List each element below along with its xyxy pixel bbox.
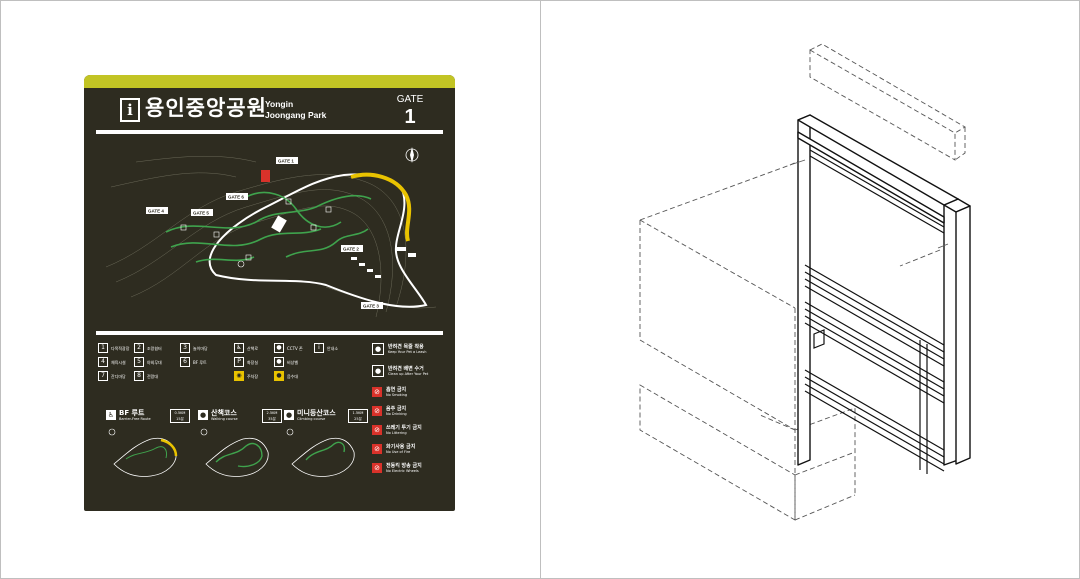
cctv-icon: ◉: [234, 371, 244, 381]
info-icon: i: [120, 98, 140, 122]
number-icon: 2: [134, 343, 144, 353]
restroom-icon: ●: [274, 343, 284, 353]
hiker-icon: ●: [284, 410, 294, 420]
info-center-icon: i: [314, 343, 324, 353]
number-icon: 8: [134, 371, 144, 381]
number-icon: 6: [180, 357, 190, 367]
gate-number: 1: [404, 106, 416, 128]
map-gate-6: GATE 6: [228, 195, 244, 200]
map-gate-1: GATE 1: [278, 159, 294, 164]
legend-item: ◉주차장: [234, 371, 258, 381]
map-gate-4: GATE 4: [148, 209, 164, 214]
compass-icon: [405, 147, 419, 163]
park-title-korean: 용인중앙공원: [145, 96, 267, 120]
sign-rule-top: [96, 130, 443, 134]
route-mini-map: [200, 428, 269, 477]
sign-rule-middle: [96, 331, 443, 335]
dog-waste-icon: ●: [372, 365, 384, 377]
legend-item: ♿산책로: [234, 343, 258, 353]
park-title-english-line1: Yongin: [265, 99, 294, 109]
map-gate-5: GATE 5: [193, 211, 209, 216]
parking-icon: P: [234, 357, 244, 367]
number-icon: 7: [98, 371, 108, 381]
park-sign-board: i 용인중앙공원 Yongin Joongang Park GATE 1: [84, 75, 455, 511]
map-gate-2: GATE 2: [343, 247, 359, 252]
legend-item: ●비상벨: [274, 357, 298, 367]
route-mini-map: [286, 428, 355, 477]
legend-item: ●음수대: [274, 371, 298, 381]
park-title-english-line2: Joongang Park: [265, 110, 327, 120]
map-gate-3: GATE 3: [363, 304, 379, 309]
emergency-bell-icon: ●: [274, 371, 284, 381]
gate-label: GATE: [396, 94, 424, 105]
wheelchair-icon: ♿: [106, 410, 116, 420]
isometric-installation-drawing: [639, 43, 971, 521]
panel-divider: [540, 0, 541, 579]
walker-icon: ●: [198, 410, 208, 420]
number-icon: 3: [180, 343, 190, 353]
no-fire-icon: ⊘: [372, 444, 382, 454]
number-icon: 5: [134, 357, 144, 367]
no-drinking-icon: ⊘: [372, 406, 382, 416]
sign-accent-band: [84, 75, 455, 88]
no-electric-wheels-icon: ⊘: [372, 463, 382, 473]
toilet-icon: ●: [274, 357, 284, 367]
number-icon: 1: [98, 343, 108, 353]
park-title-english: Yongin Joongang Park: [265, 99, 326, 121]
park-map: GATE 1 GATE 2 GATE 3 GATE 4 GATE 5 GATE …: [105, 147, 437, 318]
legend-item: ●CCTV 존: [274, 343, 303, 353]
route-mini-map: [108, 428, 178, 477]
number-icon: 4: [98, 357, 108, 367]
wheelchair-icon: ♿: [234, 343, 244, 353]
no-littering-icon: ⊘: [372, 425, 382, 435]
dog-leash-icon: ●: [372, 343, 384, 355]
no-smoking-icon: ⊘: [372, 387, 382, 397]
